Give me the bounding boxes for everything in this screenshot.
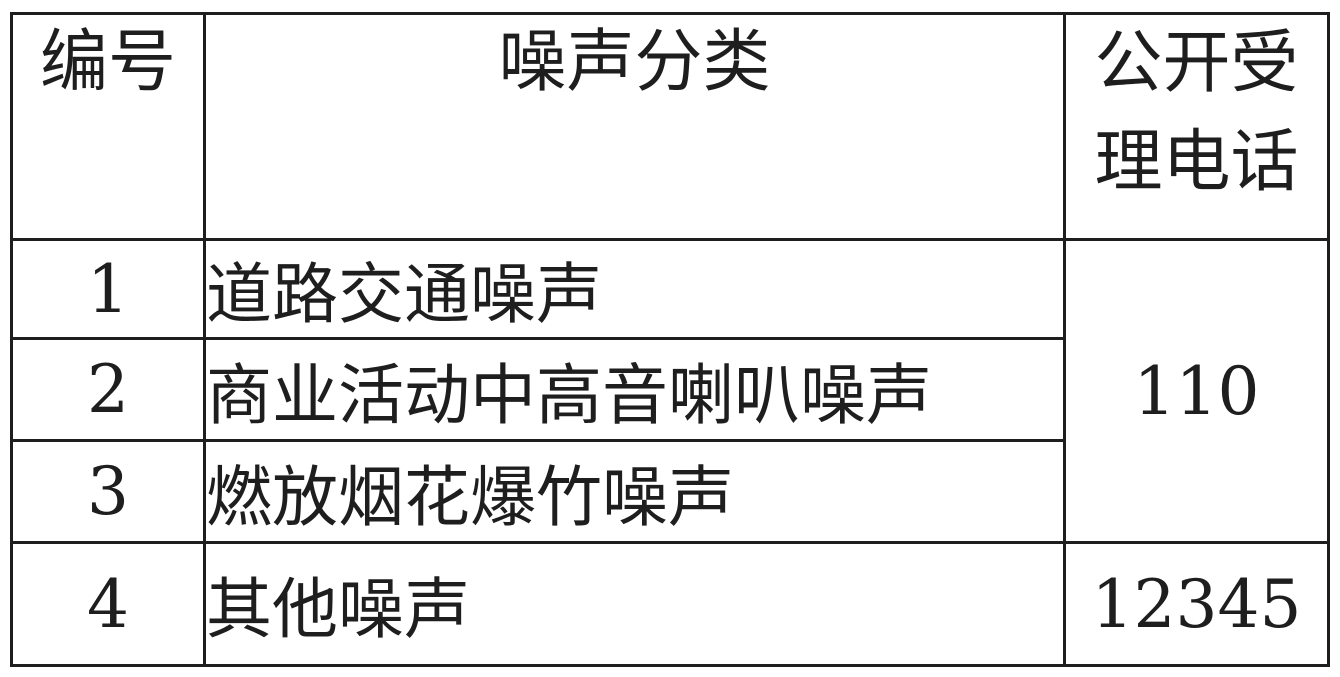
table-row: 2 商业活动中高音喇叭噪声 [10, 337, 1329, 442]
table-header-row: 编号 噪声分类 公开受理电话 [10, 12, 1330, 241]
row-category: 燃放烟花爆竹噪声 [203, 439, 1066, 544]
header-number: 编号 [10, 12, 206, 241]
table-row: 4 其他噪声 12345 [10, 541, 1330, 667]
header-category: 噪声分类 [203, 12, 1066, 241]
phone-cell-12345: 12345 [1063, 541, 1330, 667]
header-phone-line2: 理电话 [1094, 122, 1299, 202]
table-row: 1 道路交通噪声 110 [10, 238, 1330, 544]
row-category: 道路交通噪声 [203, 238, 1066, 340]
header-phone: 公开受理电话 [1063, 12, 1330, 241]
table-row: 3 燃放烟花爆竹噪声 [10, 439, 1329, 544]
row-number: 3 [10, 439, 206, 544]
noise-complaint-table: 编号 噪声分类 公开受理电话 1 道路交通噪声 110 2 商业活动中高音喇叭噪… [10, 12, 1330, 667]
row-number: 2 [10, 337, 206, 442]
header-phone-line1: 公开受 [1094, 24, 1299, 103]
phone-cell-110: 110 [1063, 238, 1330, 544]
row-category: 其他噪声 [203, 541, 1066, 667]
row-number: 1 [10, 238, 206, 340]
row-category: 商业活动中高音喇叭噪声 [203, 337, 1066, 442]
row-number: 4 [10, 541, 206, 667]
